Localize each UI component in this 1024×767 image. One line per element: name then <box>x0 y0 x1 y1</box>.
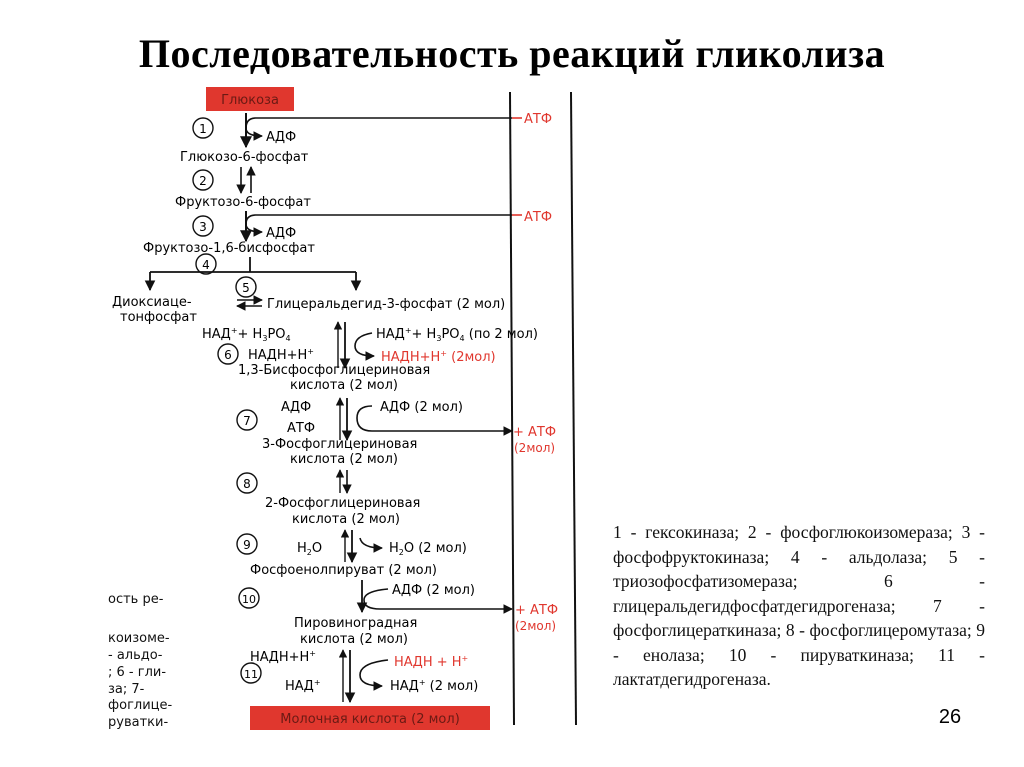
step-circle-2 <box>192 169 214 191</box>
step-number-7: 7 <box>243 414 251 428</box>
compound-pyr-2: кислота (2 мол) <box>300 632 408 647</box>
atp-in-label-3: АТФ <box>524 210 552 225</box>
adp-right-7: АДФ (2 мол) <box>380 400 463 415</box>
compound-dhap-2: тонфосфат <box>120 310 197 325</box>
compound-2pg-1: 2-Фосфоглицериновая <box>265 496 420 511</box>
cut-off-line-5: за; 7- <box>108 682 145 697</box>
step-number-5: 5 <box>242 281 250 295</box>
adp-label-1: АДФ <box>266 130 296 145</box>
compound-g3p: Глицеральдегид-3-фосфат (2 мол) <box>267 297 505 312</box>
adp-label-3: АДФ <box>266 226 296 241</box>
glucose-box <box>206 87 294 111</box>
slide-title: Последовательность реакций гликолиза <box>138 31 886 76</box>
cut-off-text: ость ре- коизоме- - альдо- ; 6 - гли- за… <box>108 592 173 730</box>
compound-bpg-1: 1,3-Бисфосфоглицериновая <box>238 363 430 378</box>
energy-line-right <box>570 91 577 726</box>
nadh-right-11: НАДН + Н+ <box>394 654 468 670</box>
cut-off-line-7: руватки- <box>108 715 168 730</box>
cut-off-line-2: коизоме- <box>108 631 170 646</box>
atp-produce-arrow-10 <box>363 588 513 614</box>
step-number-1: 1 <box>199 122 207 136</box>
nad-right-11: НАД+ (2 мол) <box>390 678 478 694</box>
step-number-11: 11 <box>244 668 258 681</box>
lactate-label: Молочная кислота (2 мол) <box>280 712 460 727</box>
cut-off-line-4: ; 6 - гли- <box>108 665 166 680</box>
nad-in-arrow-6 <box>354 332 375 361</box>
step-number-2: 2 <box>199 174 207 188</box>
step-circle-5 <box>235 276 257 298</box>
step-number-9: 9 <box>243 538 251 552</box>
adp-release-arrow-3 <box>245 223 263 237</box>
compound-3pg-2: кислота (2 мол) <box>290 452 398 467</box>
step-circle-3 <box>192 215 214 237</box>
atp-consume-arrow-1 <box>245 117 512 129</box>
compound-f6p: Фруктозо-6-фосфат <box>175 195 311 210</box>
energy-line-left <box>509 91 515 726</box>
cut-off-line-6: фоглице- <box>108 698 173 713</box>
compound-3pg-1: 3-Фосфоглицериновая <box>262 437 417 452</box>
nadh-in-arrow-11 <box>359 659 389 691</box>
step-circle-4 <box>195 253 217 275</box>
compound-f16bp: Фруктозо-1,6-бисфосфат <box>143 241 315 256</box>
atp-out-2mol-7: (2мол) <box>514 441 555 455</box>
nadh-right: НАДН+Н+ (2мол) <box>381 349 496 365</box>
step-number-8: 8 <box>243 477 251 491</box>
compound-g6p: Глюкозо-6-фосфат <box>180 150 309 165</box>
atp-out-2mol-10: (2мол) <box>515 619 556 633</box>
nadh-left-11: НАДН+Н+ <box>250 649 316 665</box>
compound-pep: Фосфоенолпируват (2 мол) <box>250 563 437 578</box>
nad-left-11: НАД+ <box>285 678 321 694</box>
adp-right-10: АДФ (2 мол) <box>392 583 475 598</box>
nadh-left: НАДН+Н+ <box>248 347 314 363</box>
step-circle-9 <box>236 533 258 555</box>
atp-out-label-7: + АТФ <box>513 425 556 440</box>
step-number-3: 3 <box>199 220 207 234</box>
compound-pyr-1: Пировиноградная <box>294 616 417 631</box>
atp-left-7: АТФ <box>287 421 315 436</box>
atp-consume-arrow-3 <box>245 214 512 225</box>
nad-plus-h3po4-left: НАД++ Н3РО4 <box>202 326 291 343</box>
lactate-box <box>250 706 490 730</box>
compound-2pg-2: кислота (2 мол) <box>292 512 400 527</box>
compound-bpg-2: кислота (2 мол) <box>290 378 398 393</box>
atp-in-label-1: АТФ <box>524 112 552 127</box>
glucose-label: Глюкоза <box>221 93 279 108</box>
step-circle-7 <box>236 409 258 431</box>
step-number-4: 4 <box>202 258 210 272</box>
adp-release-arrow-1 <box>245 127 263 141</box>
step-circle-1 <box>192 117 214 139</box>
adp-left-7: АДФ <box>281 400 311 415</box>
step-number-6: 6 <box>224 348 232 362</box>
enzyme-legend: 1 - гексокиназа; 2 - фосфоглюкоизомераза… <box>613 522 985 689</box>
h2o-left: Н2О <box>297 541 322 557</box>
page-number: 26 <box>938 706 962 728</box>
atp-produce-arrow-7 <box>356 405 513 436</box>
step-circle-8 <box>236 472 258 494</box>
step-circle-11 <box>240 662 262 684</box>
step-circle-6 <box>217 343 239 365</box>
cut-off-line-3: - альдо- <box>108 648 163 663</box>
h2o-right: Н2О (2 мол) <box>389 541 467 557</box>
nad-plus-h3po4-right: НАД++ Н3РО4 (по 2 мол) <box>376 326 538 343</box>
cut-off-line-1: ость ре- <box>108 592 164 607</box>
atp-out-label-10: + АТФ <box>515 603 558 618</box>
compound-dhap-1: Диоксиаце- <box>112 295 192 310</box>
step-number-10: 10 <box>242 593 256 606</box>
step-circle-10 <box>238 587 260 609</box>
h2o-release-arrow-9 <box>359 537 383 553</box>
